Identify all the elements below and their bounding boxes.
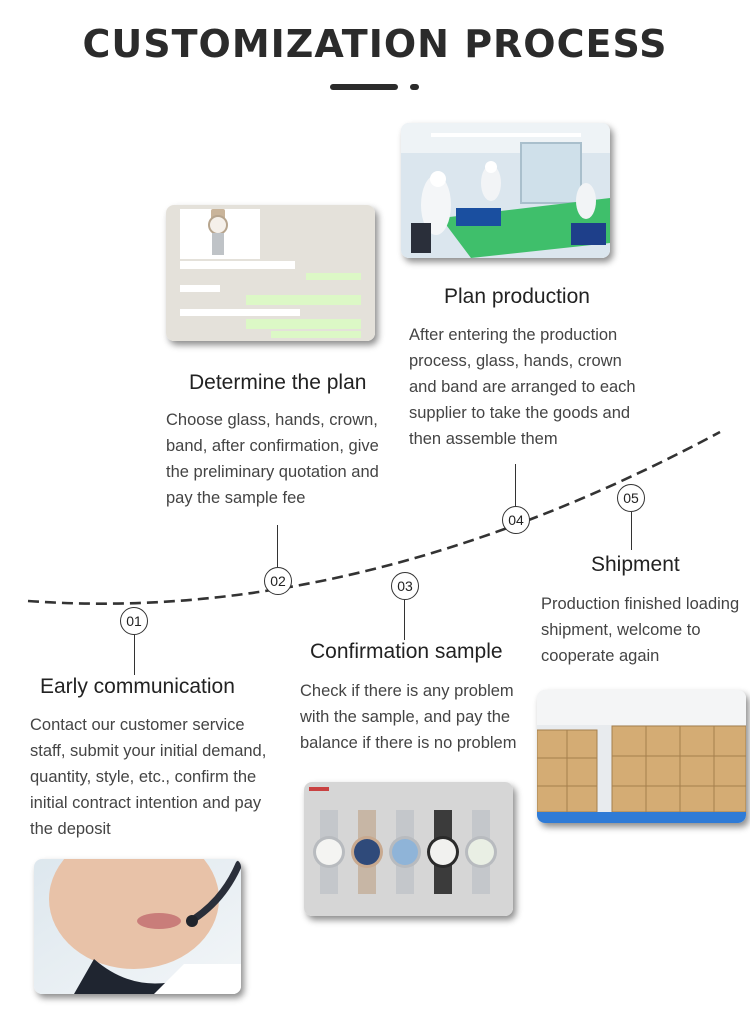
step-number-02: 02 — [264, 567, 292, 595]
step-desc-shipment: Production finished loading shipment, we… — [541, 595, 740, 665]
page-title: CUSTOMIZATION PROCESS — [82, 22, 668, 66]
chat-screenshot-photo — [166, 205, 375, 341]
step-number-04: 04 — [502, 506, 530, 534]
step-connector-05 — [631, 512, 633, 550]
step-title-determine-the-plan: Determine the plan — [189, 371, 367, 394]
step-title-early-communication: Early communication — [40, 675, 235, 698]
factory-workshop-photo — [401, 123, 610, 258]
step-desc-plan-production: After entering the production process, g… — [409, 326, 636, 448]
customer-service-headset-photo — [34, 859, 241, 994]
step-connector-02 — [277, 525, 279, 567]
step-desc-early-communication: Contact our customer service staff, subm… — [30, 716, 267, 838]
step-number-05: 05 — [617, 484, 645, 512]
title-underline-long — [330, 84, 398, 90]
step-title-shipment: Shipment — [591, 553, 680, 576]
shipping-boxes-photo — [537, 690, 746, 823]
step-title-confirmation-sample: Confirmation sample — [310, 640, 503, 663]
step-desc-determine-the-plan: Choose glass, hands, crown, band, after … — [166, 411, 379, 507]
title-underline-dot — [410, 84, 419, 90]
step-number-03: 03 — [391, 572, 419, 600]
step-number-01: 01 — [120, 607, 148, 635]
watch-samples-photo — [304, 782, 513, 916]
step-connector-03 — [404, 600, 406, 640]
step-connector-04 — [515, 464, 517, 506]
step-title-plan-production: Plan production — [444, 285, 590, 308]
step-desc-confirmation-sample: Check if there is any problem with the s… — [300, 682, 517, 752]
step-connector-01 — [134, 635, 136, 675]
